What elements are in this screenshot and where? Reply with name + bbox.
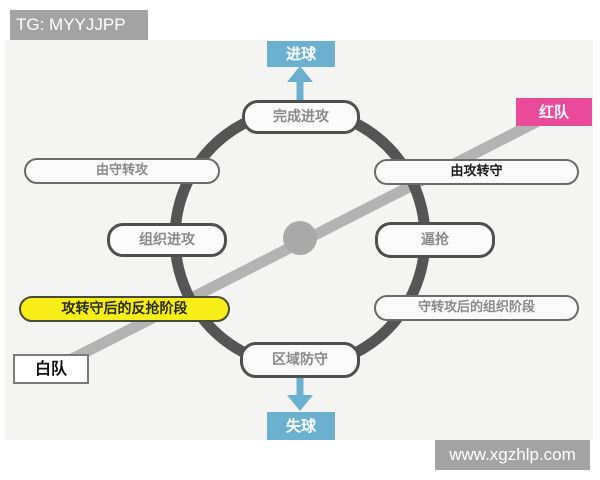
red-team-label: 红队 — [516, 98, 592, 126]
phase-complete-attack: 完成进攻 — [242, 100, 360, 134]
goal-conceded-box: 失球 — [267, 412, 335, 440]
goal-scored-box: 进球 — [267, 41, 335, 67]
center-dot — [283, 221, 317, 255]
watermark: www.xgzhlp.com — [435, 440, 590, 470]
transition-defense-to-attack: 由守转攻 — [24, 158, 220, 184]
arrow-down-head — [287, 395, 313, 411]
transition-attack-to-defense: 由攻转守 — [374, 159, 579, 185]
arrow-up-head — [287, 66, 313, 82]
white-team-label: 白队 — [13, 354, 89, 384]
post-transition-build-phase: 守转攻后的组织阶段 — [374, 295, 579, 321]
tg-label: TG: MYYJJPP — [10, 10, 148, 40]
phase-zonal-defense: 区域防守 — [240, 342, 360, 378]
counter-press-phase: 攻转守后的反抢阶段 — [19, 296, 230, 322]
phase-build-up-attack: 组织进攻 — [107, 223, 227, 257]
phase-pressing: 逼抢 — [375, 222, 495, 258]
